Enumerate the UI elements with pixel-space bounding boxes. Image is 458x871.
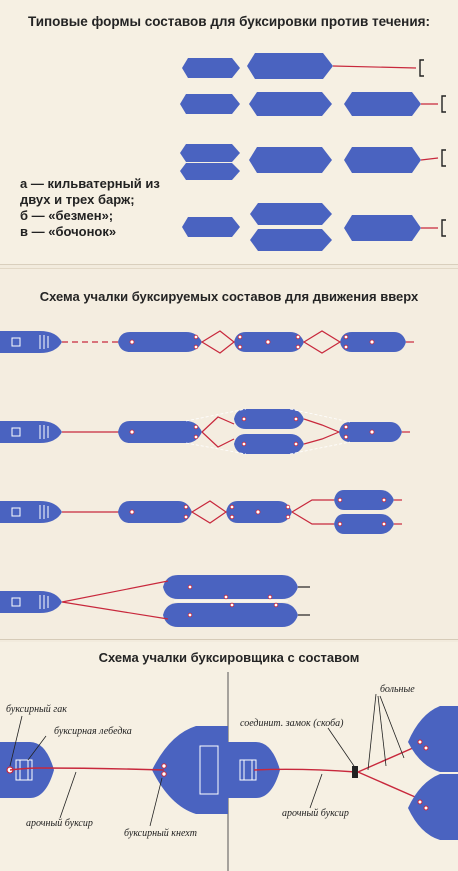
legend-line: а — кильватерный из (20, 176, 160, 191)
label-connecting-lock: соединит. замок (скоба) (240, 718, 344, 729)
barge (118, 421, 202, 443)
barge-bow (408, 706, 458, 772)
mooring-line (190, 500, 228, 524)
barge (334, 490, 394, 510)
barge (344, 215, 421, 241)
barge (344, 147, 421, 173)
label-tow-hook: буксирный гак (6, 704, 67, 715)
arch-tow (9, 767, 165, 771)
arch-tow (253, 768, 357, 773)
towboat (0, 421, 62, 443)
barge (249, 147, 332, 173)
barge (180, 163, 240, 180)
barge (180, 94, 240, 114)
legend-line: в — «бочонок» (20, 224, 117, 239)
barge (334, 514, 394, 534)
towboat-mooring-title: Схема учалки буксировщика с составом (98, 650, 360, 665)
towboat (0, 331, 62, 353)
label-arch-tow-right: арочный буксир (282, 808, 349, 819)
barge (180, 144, 240, 162)
barge (163, 575, 298, 599)
barge (118, 332, 202, 352)
tow-bollard (161, 763, 167, 769)
connecting-lock (352, 766, 358, 778)
panel-towboat-mooring: Схема учалки буксировщика с составом (0, 642, 458, 871)
formation-row-3 (0, 490, 402, 534)
towboat (0, 591, 62, 613)
mooring-line (291, 499, 334, 525)
barge (250, 203, 332, 225)
barge (163, 603, 298, 627)
barge (344, 92, 421, 116)
panel-mooring-up: Схема учалки буксируемых составов для дв… (0, 268, 458, 640)
barge (234, 434, 304, 454)
barge (234, 409, 304, 429)
barge (118, 501, 192, 523)
tow-forms-legend: а — кильватерный из двух и трех барж; б … (20, 176, 160, 240)
mooring-up-diagram (0, 330, 414, 627)
formation-row-2 (0, 408, 410, 455)
barge-bow (408, 774, 458, 840)
barge (247, 53, 333, 79)
legend-line: б — «безмен»; (20, 208, 114, 223)
barge (182, 217, 240, 237)
bridle (357, 743, 423, 801)
mooring-line (200, 330, 235, 354)
towboat-mooring-diagram (0, 672, 458, 871)
towboat-bracket (441, 219, 446, 237)
mooring-line (201, 416, 235, 448)
panel-tow-forms: Типовые формы составов для буксировки пр… (0, 0, 458, 265)
label-tow-bollard: буксирный кнехт (124, 828, 197, 839)
mooring-line (303, 418, 340, 445)
tow-rope (420, 157, 439, 161)
label-arch-tow-left: арочный буксир (26, 818, 93, 829)
towboat-bracket (419, 59, 424, 77)
barge (182, 58, 240, 78)
label-tow-winch: буксирная лебедка (54, 726, 132, 737)
formation-row-1 (0, 330, 414, 354)
mooring-line (302, 330, 342, 354)
towboat (0, 501, 62, 523)
barge (250, 229, 332, 251)
barge-bow (152, 726, 228, 814)
mooring-up-title: Схема учалки буксируемых составов для дв… (39, 289, 419, 304)
legend-line: двух и трех барж; (20, 192, 135, 207)
label-bollards: больные (380, 684, 415, 695)
towboat (0, 742, 54, 798)
barge (249, 92, 332, 116)
tow-forms-diagram (180, 53, 446, 251)
tow-forms-title: Типовые формы составов для буксировки пр… (27, 14, 430, 29)
tow-rope (332, 65, 417, 69)
formation-row-4 (0, 575, 310, 627)
bridle (61, 580, 169, 620)
towboat-bracket (441, 95, 446, 113)
towboat-bracket (441, 149, 446, 167)
